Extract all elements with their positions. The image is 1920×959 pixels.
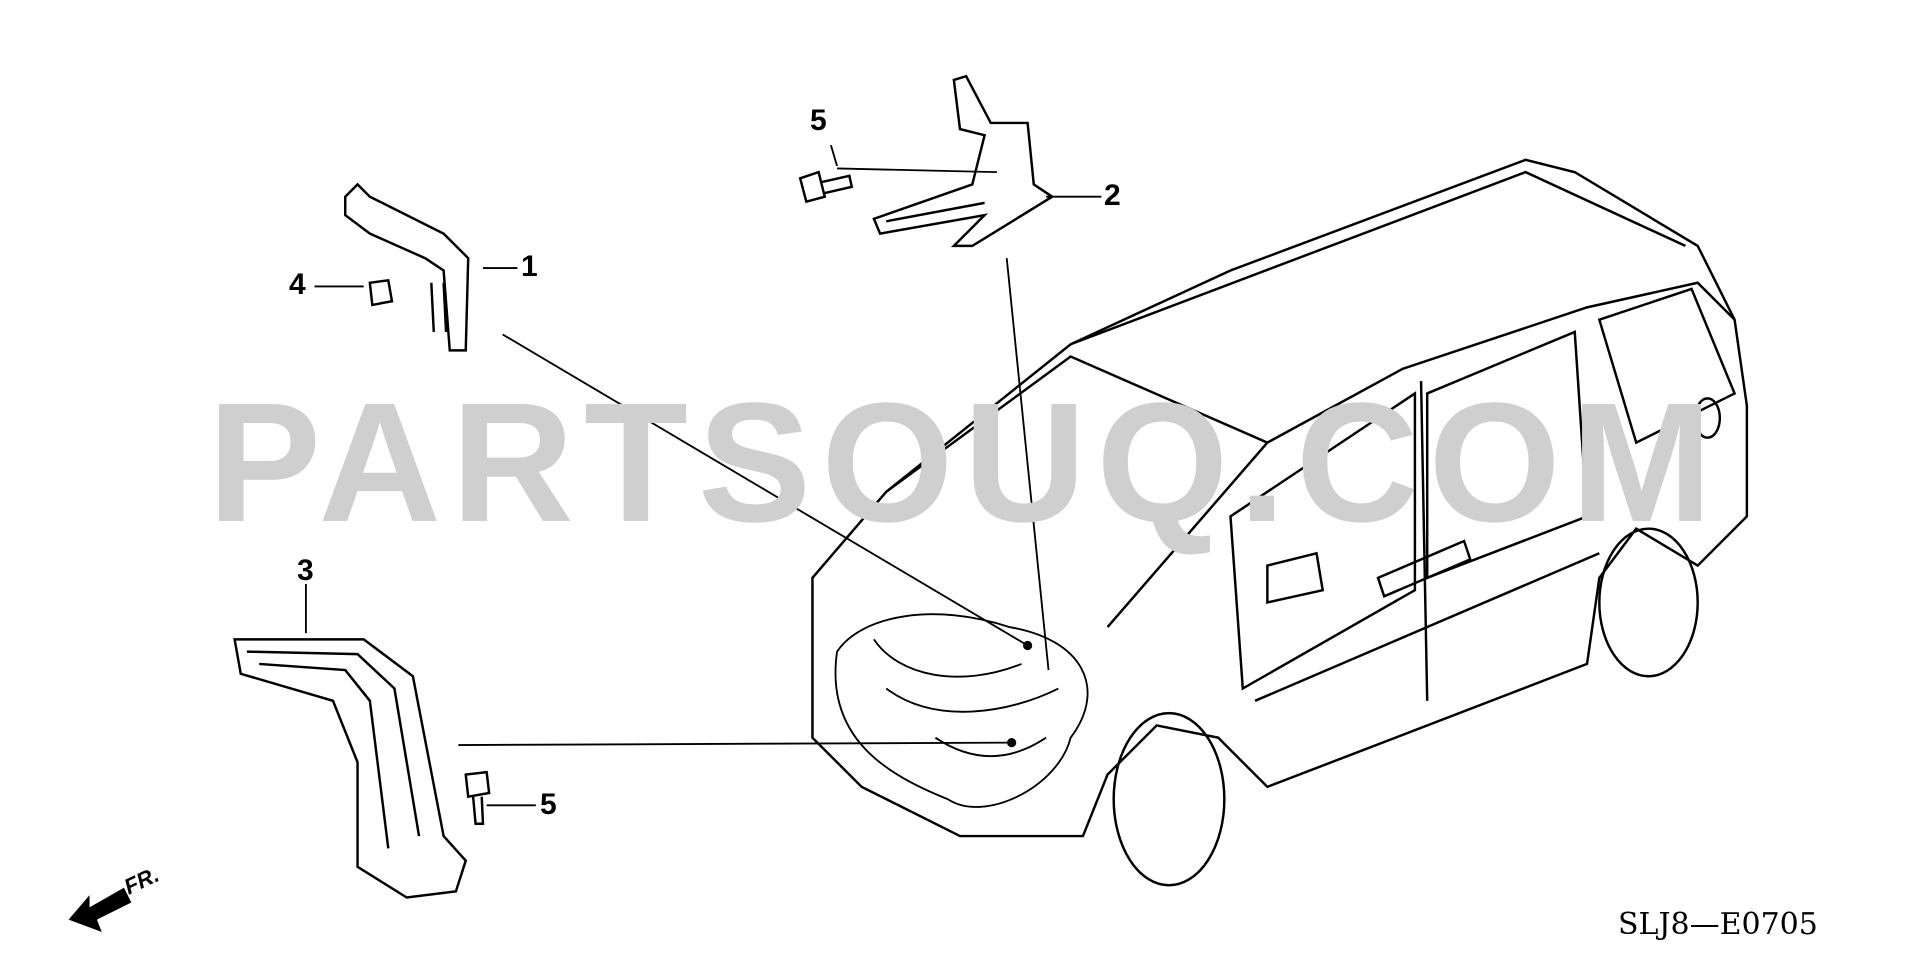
bracket-2 [872, 74, 1055, 248]
watermark: PARTSOUQ.COM [207, 368, 1723, 558]
bracket-3 [233, 638, 468, 899]
callout-1[interactable]: 1 [521, 250, 538, 283]
diagram-code: SLJ8—E0705 [1618, 907, 1818, 942]
callout-4[interactable]: 4 [289, 268, 306, 301]
bracket-1 [344, 182, 470, 352]
callout-5-bottom[interactable]: 5 [540, 788, 557, 821]
leader-lines [304, 144, 1102, 807]
engine-wiring [834, 613, 1089, 808]
front-arrow-icon [68, 887, 132, 932]
van-illustration [811, 158, 1749, 887]
callout-3[interactable]: 3 [297, 554, 314, 587]
nut-4 [368, 278, 394, 307]
bolt-5-bottom [464, 770, 491, 825]
callout-2[interactable]: 2 [1104, 179, 1121, 212]
callout-5-top[interactable]: 5 [810, 104, 827, 137]
bolt-5-top [798, 170, 854, 204]
